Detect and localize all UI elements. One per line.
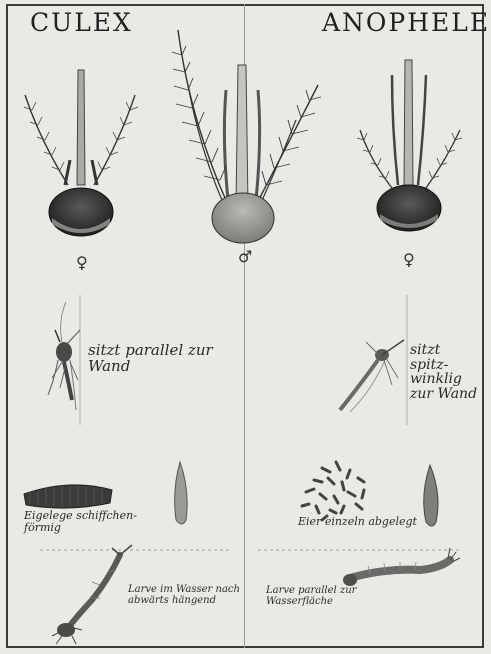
- anopheles-female-head-illustration: [357, 60, 462, 231]
- culex-female-head-illustration: [24, 70, 138, 236]
- female-symbol-anopheles: ♀: [403, 250, 415, 269]
- culex-larva-label: Larve im Wasser nach abwärts hängend: [128, 585, 240, 606]
- male-symbol-center: ♂: [238, 247, 252, 266]
- anopheles-resting-label: sitzt spitz-winklig zur Wand: [410, 343, 482, 402]
- anopheles-eggs-label: Eier einzeln abgelegt: [298, 516, 438, 528]
- culex-larva-illustration: [52, 545, 132, 644]
- culex-pupa-illustration: [175, 462, 187, 524]
- female-symbol-culex: ♀: [76, 253, 88, 272]
- anopheles-single-eggs-illustration: [302, 462, 364, 520]
- culex-eggs-label: Eigelege schiffchen-förmig: [24, 510, 154, 533]
- culex-resting-mosquito-illustration: [48, 295, 80, 425]
- male-head-illustration: [172, 30, 321, 243]
- anopheles-larva-label: Larve parallel zur Wasserfläche: [266, 586, 376, 607]
- anopheles-resting-mosquito-illustration: [340, 295, 407, 425]
- anopheles-larva-illustration: [343, 548, 460, 586]
- culex-resting-label: sitzt parallel zur Wand: [88, 343, 238, 375]
- culex-egg-raft-illustration: [24, 485, 112, 508]
